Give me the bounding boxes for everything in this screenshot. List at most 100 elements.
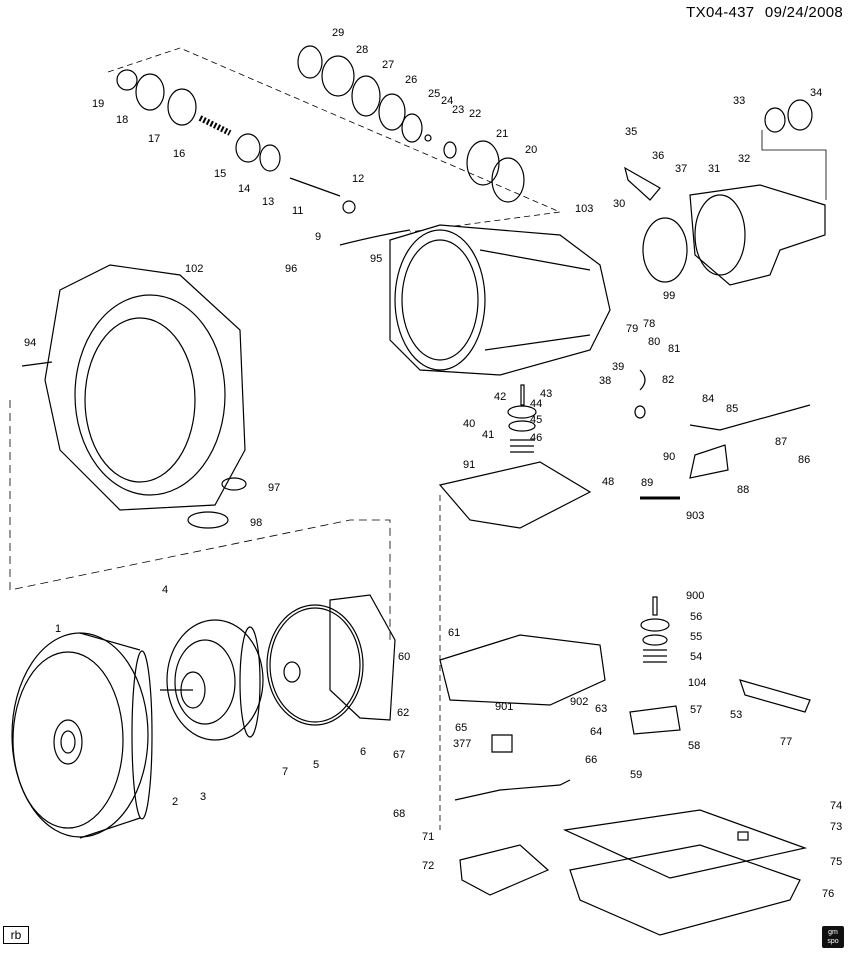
callout-102: 102 (185, 263, 203, 275)
pin-900 (652, 596, 658, 616)
plate-98 (187, 511, 229, 529)
callout-98: 98 (250, 517, 262, 529)
oil-pan-75 (569, 844, 801, 936)
callout-20: 20 (525, 144, 537, 156)
callout-39: 39 (612, 361, 624, 373)
extension-housing (689, 184, 826, 286)
callout-65: 65 (455, 722, 467, 734)
callout-12: 12 (352, 173, 364, 185)
callout-54: 54 (690, 651, 702, 663)
pump-gasket (329, 594, 396, 721)
callout-902: 902 (570, 696, 588, 708)
callout-90: 90 (663, 451, 675, 463)
callout-103: 103 (575, 203, 593, 215)
callout-56: 56 (690, 611, 702, 623)
callout-74: 74 (830, 800, 842, 812)
callout-71: 71 (422, 831, 434, 843)
callout-900: 900 (686, 590, 704, 602)
callout-61: 61 (448, 627, 460, 639)
pump-bushing (283, 661, 301, 683)
callout-87: 87 (775, 436, 787, 448)
pump-seal-ring (266, 604, 364, 726)
bushing-33 (764, 107, 786, 133)
callout-36: 36 (652, 150, 664, 162)
callout-89: 89 (641, 477, 653, 489)
pump-leader-box (9, 400, 391, 640)
callout-37: 37 (675, 163, 687, 175)
callout-77: 77 (780, 736, 792, 748)
callout-66: 66 (585, 754, 597, 766)
fill-tube-9 (339, 229, 411, 246)
callout-44: 44 (530, 398, 542, 410)
callout-14: 14 (238, 183, 250, 195)
oil-pump (160, 619, 264, 741)
callout-33: 33 (733, 95, 745, 107)
callout-95: 95 (370, 253, 382, 265)
upper-parts-leader (107, 47, 562, 233)
callout-6: 6 (360, 746, 366, 758)
shift-cable-85 (689, 404, 811, 431)
callout-41: 41 (482, 429, 494, 441)
callout-26: 26 (405, 74, 417, 86)
pan-magnet-74 (737, 831, 749, 841)
callout-25: 25 (428, 88, 440, 100)
callout-45: 45 (530, 414, 542, 426)
callout-11: 11 (292, 205, 303, 217)
callout-76: 76 (822, 888, 834, 900)
callout-903: 903 (686, 510, 704, 522)
callout-35: 35 (625, 126, 637, 138)
piston-56 (640, 618, 670, 632)
callout-40: 40 (463, 418, 475, 430)
callout-85: 85 (726, 403, 738, 415)
callout-58: 58 (688, 740, 700, 752)
callout-59: 59 (630, 769, 642, 781)
callout-29: 29 (332, 27, 344, 39)
accumulator-cover-57 (629, 705, 681, 735)
extension-gasket-30 (642, 217, 688, 283)
callout-7: 7 (282, 766, 288, 778)
diagram-id: TX04-437 (686, 4, 755, 21)
callout-24: 24 (441, 95, 453, 107)
callout-19: 19 (92, 98, 104, 110)
callout-84: 84 (702, 393, 714, 405)
bracket-53 (739, 679, 811, 713)
callout-67: 67 (393, 749, 405, 761)
seal-82 (634, 405, 646, 419)
converter-housing (44, 264, 246, 511)
callout-96: 96 (285, 263, 297, 275)
callout-82: 82 (662, 374, 674, 386)
callout-99: 99 (663, 290, 675, 302)
pan-gasket-73 (562, 809, 808, 879)
housing-bolt-94 (21, 361, 53, 367)
seal-55 (642, 634, 668, 646)
callout-75: 75 (830, 856, 842, 868)
spring-54 (643, 649, 667, 663)
spacer-plate (438, 461, 592, 529)
callout-377: 377 (453, 738, 471, 750)
corner-tag: rb (3, 926, 29, 944)
callout-5: 5 (313, 759, 319, 771)
callout-42: 42 (494, 391, 506, 403)
callout-21: 21 (496, 128, 508, 140)
callout-3: 3 (200, 791, 206, 803)
callout-22: 22 (469, 108, 481, 120)
wiring-harness-66 (454, 779, 571, 801)
callout-86: 86 (798, 454, 810, 466)
callout-73: 73 (830, 821, 842, 833)
callout-68: 68 (393, 808, 405, 820)
callout-23: 23 (452, 104, 464, 116)
spring-46 (510, 439, 534, 453)
callout-78: 78 (643, 318, 655, 330)
callout-79: 79 (626, 323, 638, 335)
spring-81 (639, 369, 646, 391)
extension-leader (761, 130, 827, 200)
manual-shaft-detent-88 (689, 444, 729, 479)
clutch-parts-row (116, 45, 525, 214)
valve-body (439, 634, 606, 706)
callout-31: 31 (708, 163, 720, 175)
callout-81: 81 (668, 343, 680, 355)
callout-60: 60 (398, 651, 410, 663)
